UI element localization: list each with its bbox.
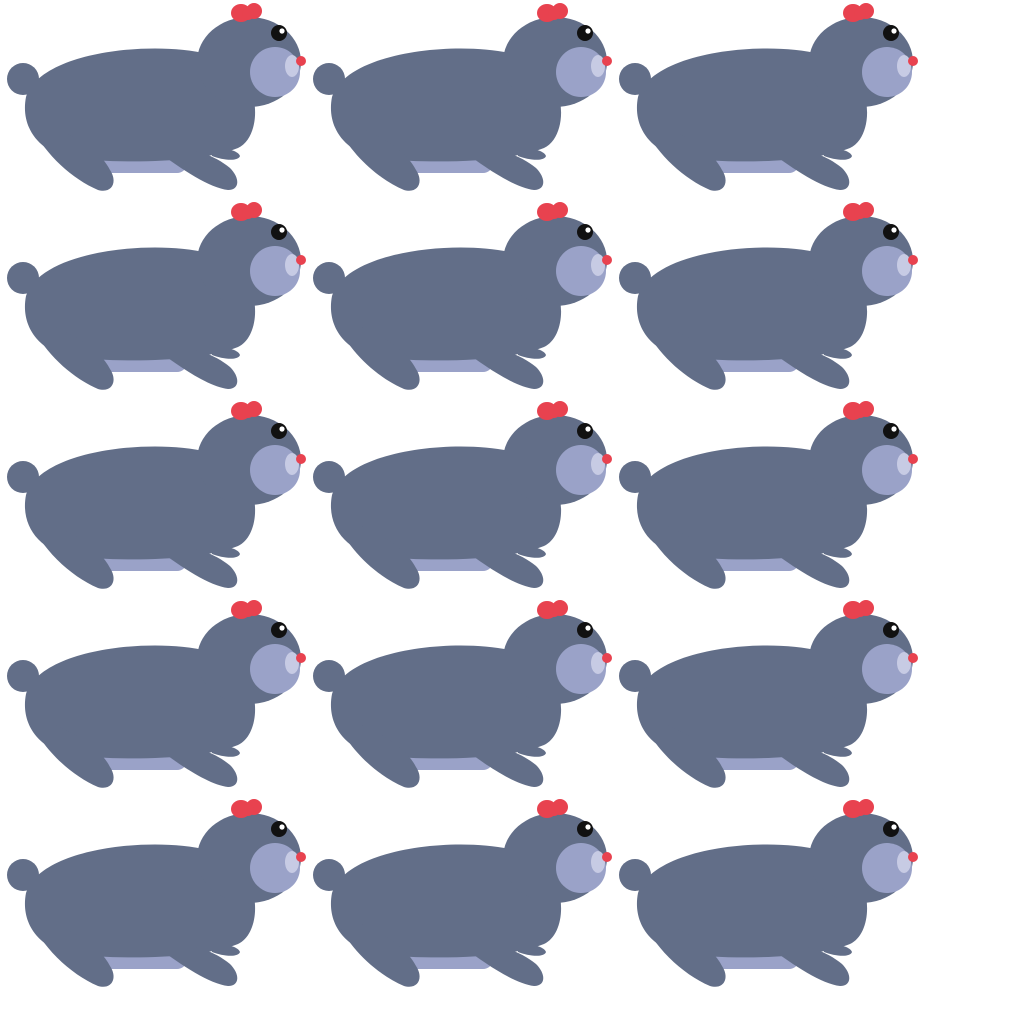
seal-r3-c2 <box>313 401 612 589</box>
seal-instances <box>7 3 918 987</box>
seal-r2-c1 <box>7 202 306 390</box>
seal-r5-c2 <box>313 799 612 987</box>
seal-r2-c2 <box>313 202 612 390</box>
seal-r1-c2 <box>313 3 612 191</box>
seal-r4-c2 <box>313 600 612 788</box>
seal-r3-c1 <box>7 401 306 589</box>
seal-r3-c3 <box>619 401 918 589</box>
seal-r5-c1 <box>7 799 306 987</box>
seal-r4-c3 <box>619 600 918 788</box>
seal-r5-c3 <box>619 799 918 987</box>
seal-r1-c1 <box>7 3 306 191</box>
seal-r1-c3 <box>619 3 918 191</box>
seal-r2-c3 <box>619 202 918 390</box>
seal-r4-c1 <box>7 600 306 788</box>
